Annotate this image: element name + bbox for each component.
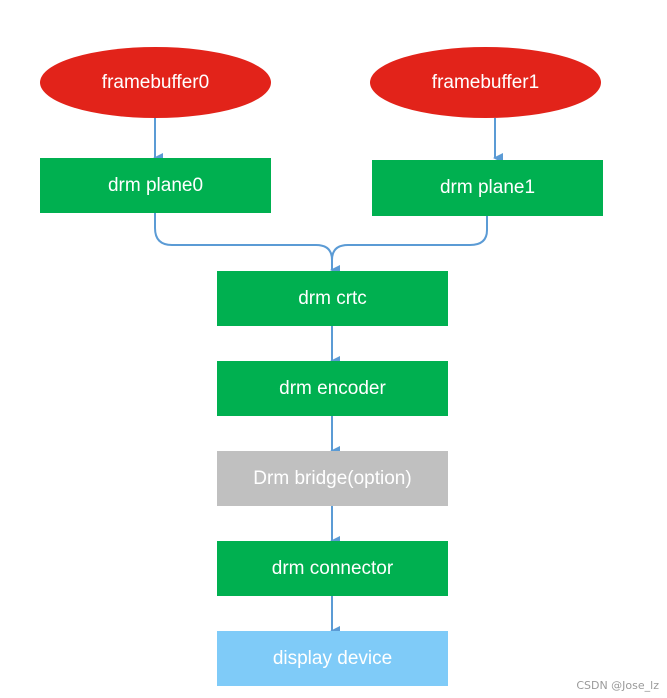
arrow-plane1-to-crtc <box>331 216 488 261</box>
drm-crtc-node: drm crtc <box>217 271 448 326</box>
watermark: CSDN @Jose_lz <box>576 679 659 692</box>
framebuffer1-label: framebuffer1 <box>431 71 540 93</box>
framebuffer1-node: framebuffer1 <box>370 47 601 118</box>
drm-plane1-node: drm plane1 <box>372 160 603 216</box>
drm-connector-node: drm connector <box>217 541 448 596</box>
drm-crtc-label: drm crtc <box>298 287 367 309</box>
display-device-label: display device <box>272 647 393 669</box>
drm-encoder-label: drm encoder <box>279 377 386 399</box>
drm-connector-label: drm connector <box>271 557 394 579</box>
drm-encoder-node: drm encoder <box>217 361 448 416</box>
drm-plane0-node: drm plane0 <box>40 158 271 213</box>
arrow-plane0-to-crtc <box>154 213 340 275</box>
framebuffer0-node: framebuffer0 <box>40 47 271 118</box>
drm-plane0-label: drm plane0 <box>107 174 204 196</box>
drm-bridge-label: Drm bridge(option) <box>253 467 412 489</box>
framebuffer0-label: framebuffer0 <box>101 71 210 93</box>
drm-plane1-label: drm plane1 <box>439 177 536 198</box>
drm-bridge-node: Drm bridge(option) <box>217 451 448 506</box>
display-device-node: display device <box>217 631 448 686</box>
